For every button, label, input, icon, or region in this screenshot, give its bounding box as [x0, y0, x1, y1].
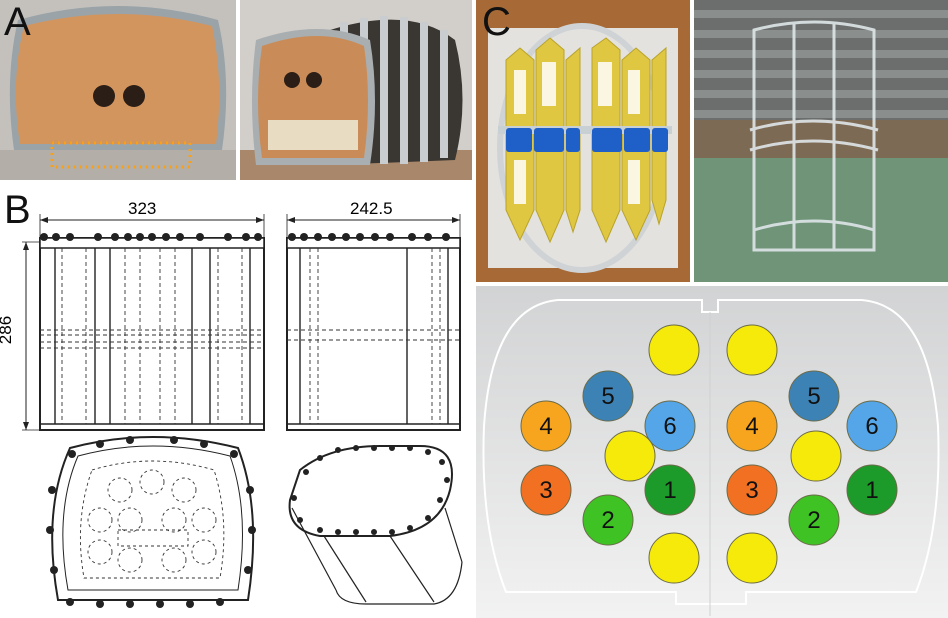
tube-position-left-9: [648, 532, 700, 584]
tube-position-right-1: [726, 324, 778, 376]
tube-position-right-6: [726, 464, 778, 516]
panel-c-label: C: [482, 0, 511, 44]
tube-position-left-5: [604, 430, 656, 482]
panel-c-photo-tubes: [476, 0, 690, 282]
tube-number-left-7: 1: [663, 477, 676, 504]
panel-a-photo-front: [0, 0, 236, 180]
tube-position-left-7: [644, 464, 696, 516]
tube-position-right-5: [790, 430, 842, 482]
height-dimension-label: 286: [0, 315, 16, 345]
tube-position-left-8: [582, 494, 634, 546]
tube-position-right-9: [726, 532, 778, 584]
tube-number-right-8: 2: [807, 507, 820, 534]
tube-position-right-4: [846, 400, 898, 452]
panel-a-photo-side: [240, 0, 472, 180]
tube-position-left-4: [644, 400, 696, 452]
tube-number-right-2: 5: [807, 383, 820, 410]
tube-number-left-6: 3: [539, 477, 552, 504]
depth-dimension-label: 242.5: [350, 199, 393, 218]
tube-number-left-2: 5: [601, 383, 614, 410]
tube-position-right-8: [788, 494, 840, 546]
tube-number-left-3: 4: [539, 413, 552, 440]
tube-position-right-3: [726, 400, 778, 452]
tube-number-right-7: 1: [865, 477, 878, 504]
panel-a-label: A: [4, 0, 31, 44]
tube-number-right-4: 6: [865, 413, 878, 440]
tube-layout-diagram: 5 4 6 3 1 2 5 4 6 3 1 2: [476, 286, 948, 618]
panel-b-drawing: [0, 190, 472, 618]
width-dimension-label: 323: [128, 199, 157, 218]
tube-position-right-2: [788, 370, 840, 422]
tube-position-left-2: [582, 370, 634, 422]
tube-position-left-6: [520, 464, 572, 516]
tube-position-right-7: [846, 464, 898, 516]
panel-b-label: B: [4, 188, 31, 232]
tube-position-left-1: [648, 324, 700, 376]
tube-number-right-6: 3: [745, 477, 758, 504]
tube-number-left-4: 6: [663, 413, 676, 440]
tube-position-left-3: [520, 400, 572, 452]
tube-layout-svg: 5 4 6 3 1 2 5 4 6 3 1 2: [476, 286, 948, 618]
panel-c-photo-rack: [694, 0, 948, 282]
tube-number-right-3: 4: [745, 413, 758, 440]
tube-number-left-8: 2: [601, 507, 614, 534]
